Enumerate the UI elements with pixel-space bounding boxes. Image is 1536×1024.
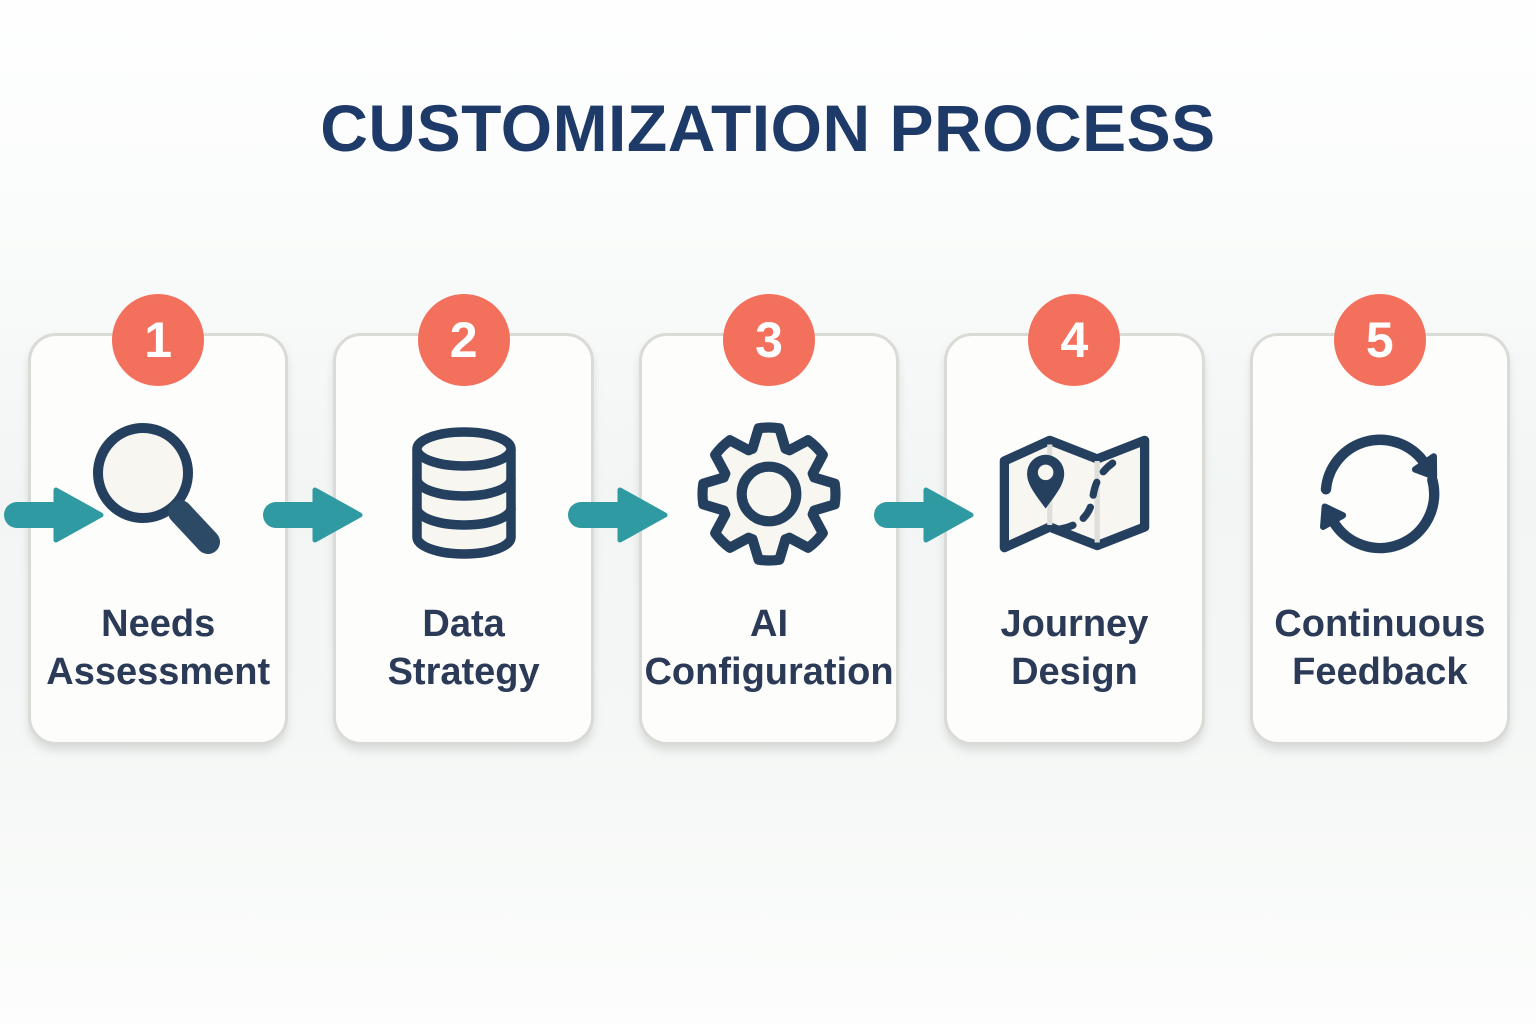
step-label: Journey Design: [1000, 603, 1149, 693]
flow-arrow-4-5: [0, 487, 104, 543]
step-card-ai-configuration: 3 AI Configuration: [638, 294, 900, 745]
flow-arrow-2-3: [564, 487, 668, 543]
step-card-journey-design: 4 Journey Design: [944, 294, 1205, 745]
step-label: Needs Assessment: [46, 603, 271, 693]
gear-icon: [694, 416, 844, 572]
refresh-icon: [1307, 416, 1453, 572]
step-number: 3: [755, 312, 783, 368]
step-label: AI Configuration: [644, 603, 894, 693]
flow-arrow-3-4: [870, 487, 974, 543]
step-number-badge: 4: [1028, 294, 1121, 386]
step-number-badge: 5: [1333, 294, 1426, 386]
step-number-badge: 1: [112, 294, 205, 386]
step-label: Data Strategy: [387, 603, 540, 693]
step-number: 1: [144, 312, 173, 368]
step-card-data-strategy: 2 Data Strategy: [333, 294, 594, 745]
step-card-needs-assessment: 1 Needs Assessment: [28, 294, 289, 745]
database-icon: [399, 416, 529, 572]
step-number: 2: [449, 312, 478, 368]
step-number: 4: [1060, 312, 1089, 368]
step-number: 5: [1365, 312, 1394, 368]
step-number-badge: 2: [417, 294, 510, 386]
search-icon: [83, 416, 233, 572]
map-icon: [992, 416, 1157, 572]
step-number-badge: 3: [723, 294, 816, 386]
process-steps-row: 1 Needs Assessment 2: [28, 294, 1511, 745]
flow-arrow-1-2: [259, 487, 363, 543]
step-card-continuous-feedback: 5 Continuous Feedback: [1249, 294, 1511, 745]
step-label: Continuous Feedback: [1274, 603, 1486, 693]
page-title: CUSTOMIZATION PROCESS: [320, 91, 1216, 165]
